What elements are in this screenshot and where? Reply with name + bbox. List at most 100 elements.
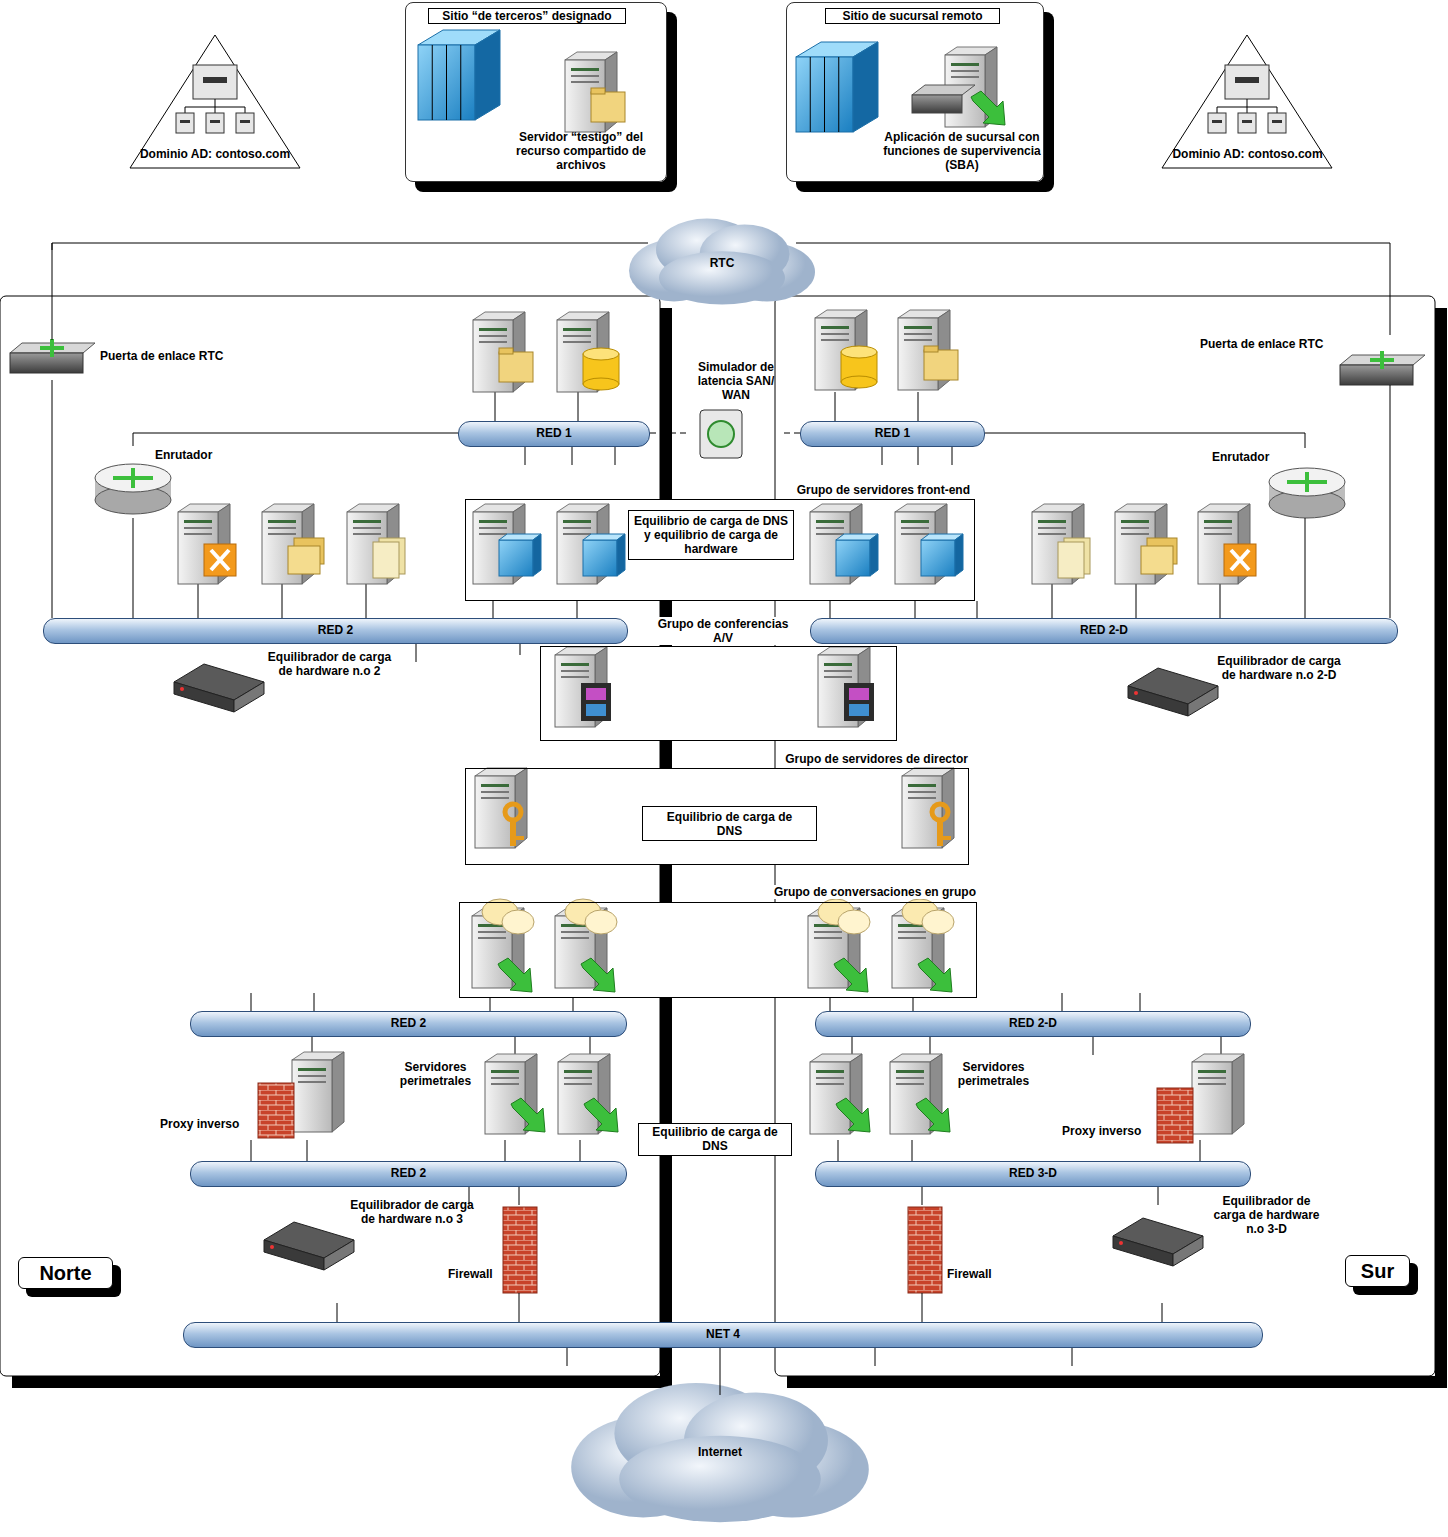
server-slot: [814, 931, 842, 933]
node-label: Enrutador: [155, 448, 223, 462]
firewall: Firewall: [905, 1205, 1005, 1293]
server-pool: Grupo de conversaciones en grupo: [459, 902, 977, 998]
building-window: [810, 57, 811, 132]
server-slot: [268, 520, 296, 523]
balancer-side: [234, 682, 264, 712]
network-band: RED 2-D: [810, 618, 1398, 644]
chat-bubble: [502, 910, 534, 934]
server-slot: [824, 670, 852, 672]
folder-icon: [499, 352, 533, 382]
node-label: Equilibrio de carga de DNS: [639, 1125, 791, 1153]
region-shadow: [1435, 308, 1447, 1388]
database-base: [841, 376, 877, 388]
film-icon: [844, 683, 874, 721]
network-tap: [198, 584, 199, 618]
balancer-side: [1173, 1236, 1203, 1266]
node-label: RTC: [648, 256, 796, 270]
server-slot: [901, 527, 929, 529]
org-chart-line: [1217, 107, 1218, 113]
node-label: Proxy inverso: [1062, 1124, 1154, 1138]
node-label: Servidores perimetrales: [388, 1060, 483, 1088]
server-slot: [479, 527, 507, 529]
connector: [985, 433, 1305, 448]
server-slot: [1204, 520, 1232, 523]
gateway-arrows: [1370, 351, 1394, 369]
org-chart-box: [176, 113, 194, 133]
org-chart-bar: [1212, 120, 1222, 123]
server-slot: [184, 520, 212, 523]
server-slot: [898, 931, 926, 933]
network-tap: [1072, 1346, 1073, 1366]
node-label: Sur: [1345, 1255, 1410, 1287]
sba-device: [912, 85, 975, 95]
connector: [922, 1293, 923, 1322]
server-pool: Grupo de servidores front-endEquilibrio …: [465, 499, 975, 601]
network-tap: [913, 998, 914, 1011]
node-label: Firewall: [947, 1267, 1005, 1281]
node-label: Equilibrio de carga de DNS y equilibrio …: [629, 514, 793, 556]
org-chart-box: [1268, 113, 1286, 133]
green-arrow: [498, 958, 532, 992]
building-side: [853, 42, 878, 132]
folder-tab: [591, 88, 605, 94]
server-slot: [479, 335, 507, 337]
gateway-arrows: [40, 339, 64, 357]
blue-cube: [499, 540, 533, 576]
router: Enrutador: [95, 446, 223, 518]
server-slot: [1121, 533, 1149, 535]
server-slot: [816, 520, 844, 523]
server-pool: Grupo de conferencias A/V: [540, 646, 897, 741]
folder-tab: [924, 346, 938, 352]
network-tap: [572, 445, 573, 465]
server-slot: [298, 1081, 326, 1083]
document-icon: [1058, 542, 1084, 578]
exchange-icon: [1224, 544, 1256, 576]
server-slot: [1121, 527, 1149, 529]
simulator-icon: [700, 410, 742, 458]
network-tap: [251, 993, 252, 1011]
server-icon: [810, 1062, 850, 1134]
connector: [52, 243, 648, 340]
network-tap: [1062, 993, 1063, 1011]
server-slot: [824, 663, 852, 666]
org-chart-box: [1238, 113, 1256, 133]
node-label: RED 2-D: [816, 1012, 1250, 1034]
balancer-front: [174, 682, 234, 712]
server-slot: [1038, 520, 1066, 523]
domain-triangle: Dominio AD: contoso.com: [130, 35, 300, 170]
chat-bubble: [838, 910, 870, 934]
connector: [1305, 518, 1306, 618]
org-chart-line: [1247, 99, 1248, 107]
server-slot: [951, 70, 979, 72]
latency-simulator: Simulador de latencia SAN/ WAN: [688, 360, 784, 466]
network-tap: [282, 584, 283, 618]
heading: Sitio de sucursal remoto: [825, 8, 1000, 24]
balancer-front: [264, 1240, 324, 1270]
key-bit: [943, 836, 951, 840]
folder-icon: [591, 92, 625, 122]
node-label: Dominio AD: contoso.com: [130, 147, 300, 161]
server-slot: [268, 533, 296, 535]
server-slot: [561, 676, 589, 678]
load-balancer: Equilibrador de carga de hardware n.o 3-…: [1113, 1192, 1328, 1272]
sba-device: [912, 95, 962, 113]
network-tap: [830, 998, 831, 1011]
network-band: RED 1: [800, 421, 985, 447]
node-label: Equilibrador de carga de hardware n.o 2-…: [1216, 654, 1342, 682]
server-icon: [292, 1060, 332, 1132]
server-icon: [558, 1062, 598, 1134]
network-tap: [1052, 584, 1053, 622]
router-icon: [1269, 468, 1345, 496]
network-tap: [416, 642, 417, 662]
server-slot: [298, 1075, 326, 1077]
network-tap: [490, 998, 491, 1011]
server-slot: [491, 1077, 519, 1079]
folder-icon: [924, 350, 958, 380]
balancer-side: [1188, 686, 1218, 716]
org-chart-box: [1208, 113, 1226, 133]
server-slot: [816, 527, 844, 529]
network-tap: [573, 998, 574, 1011]
film-icon: [581, 683, 611, 721]
firewall-icon: [503, 1207, 537, 1293]
router: Enrutador: [1212, 448, 1347, 518]
